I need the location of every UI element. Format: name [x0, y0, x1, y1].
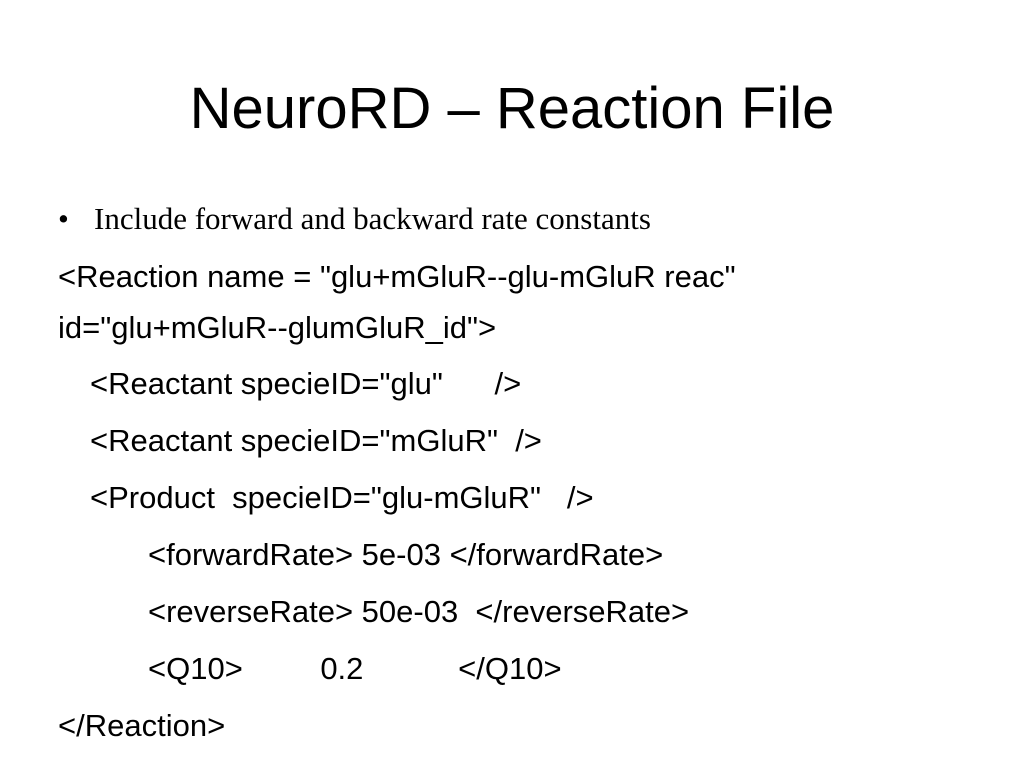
- code-line-reactant-mglur: <Reactant specieID="mGluR" />: [90, 423, 542, 458]
- code-line-product: <Product specieID="glu-mGluR" />: [90, 480, 594, 515]
- code-line-forward-rate: <forwardRate> 5e-03 </forwardRate>: [148, 537, 664, 572]
- code-line-reaction-id: id="glu+mGluR--glumGluR_id">: [58, 310, 497, 345]
- bullet-item: • Include forward and backward rate const…: [58, 198, 651, 240]
- code-line-reaction-open: <Reaction name = "glu+mGluR--glu-mGluR r…: [58, 259, 736, 294]
- code-line-q10: <Q10> 0.2 </Q10>: [148, 651, 562, 686]
- slide-title: NeuroRD – Reaction File: [189, 76, 835, 141]
- bullet-text: Include forward and backward rate consta…: [94, 201, 651, 236]
- code-line-reaction-close: </Reaction>: [58, 708, 226, 743]
- code-line-reverse-rate: <reverseRate> 50e-03 </reverseRate>: [148, 594, 690, 629]
- code-line-reactant-glu: <Reactant specieID="glu" />: [90, 366, 522, 401]
- bullet-marker: •: [58, 201, 69, 236]
